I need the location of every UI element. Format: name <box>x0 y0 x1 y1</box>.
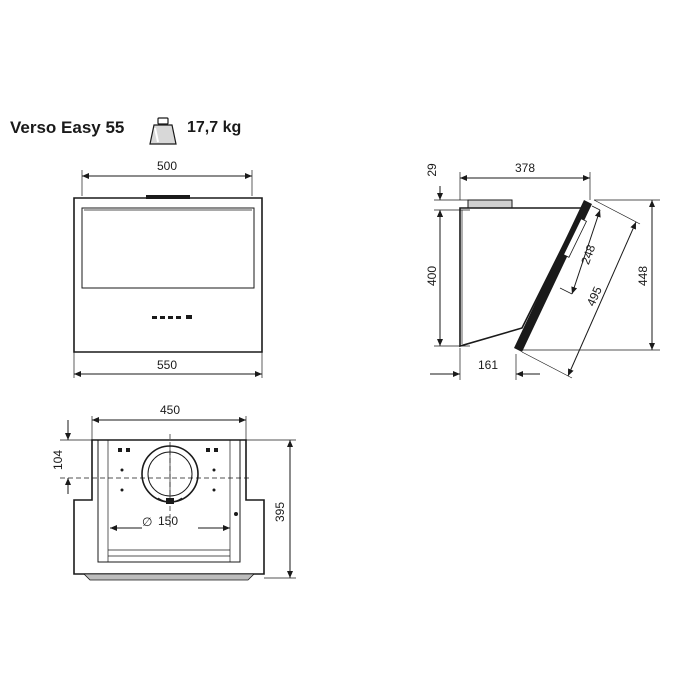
weight-value: 17,7 kg <box>187 119 242 136</box>
front-body-outline <box>73 197 263 353</box>
side-view: 378 29 400 248 495 448 <box>425 161 660 380</box>
diameter-symbol: ∅ <box>142 515 152 529</box>
dim-label-front-bottom: 550 <box>157 358 177 372</box>
dim-label-side-offset: 29 <box>425 163 439 177</box>
side-body-outline <box>459 207 584 348</box>
dim-line-495 <box>567 221 637 377</box>
control-buttons <box>152 315 192 319</box>
front-view: 500 550 <box>73 159 263 378</box>
front-top-duct <box>146 195 190 199</box>
front-glass-panel <box>81 207 255 289</box>
dim-label-side-top: 378 <box>515 161 535 175</box>
weight-icon <box>149 117 177 145</box>
dim-label-top-offset: 104 <box>51 450 65 470</box>
dim-label-front-top: 500 <box>157 159 177 173</box>
product-title: Verso Easy 55 <box>10 118 125 137</box>
dim-label-glass-inner: 248 <box>578 243 598 267</box>
dim-label-side-height: 400 <box>425 266 439 286</box>
dim-label-top-depth: 395 <box>273 502 287 522</box>
dim-label-side-bottom: 161 <box>478 358 498 372</box>
side-top-duct <box>467 199 513 209</box>
mounting-holes <box>118 448 238 516</box>
dim-label-outlet-diameter: 150 <box>158 514 178 528</box>
top-view: 450 <box>51 403 296 581</box>
dim-label-side-total: 448 <box>636 266 650 286</box>
dim-label-glass-length: 495 <box>584 284 605 308</box>
dim-label-top-width: 450 <box>160 403 180 417</box>
